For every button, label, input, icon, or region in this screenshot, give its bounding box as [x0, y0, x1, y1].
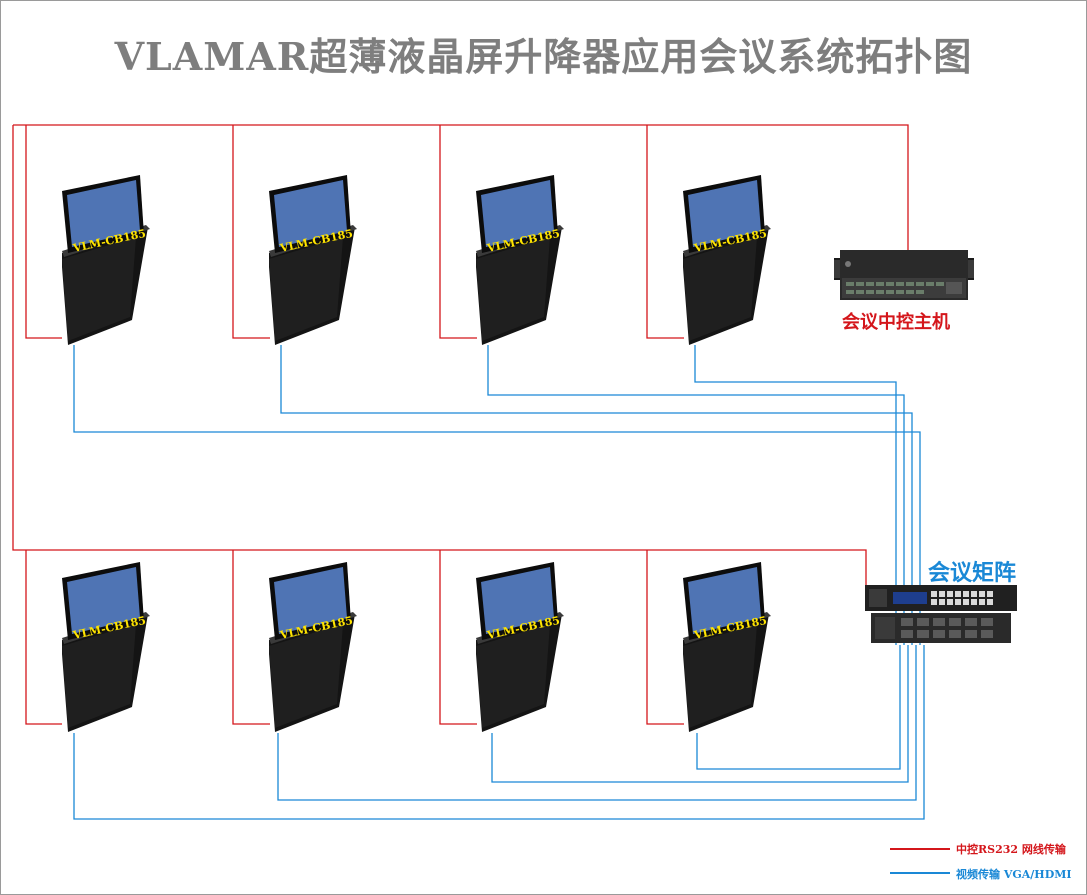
lift-cabinet-front	[683, 624, 757, 728]
red-bus-top	[13, 124, 909, 250]
matrix-label: 会议矩阵	[928, 560, 1017, 586]
lift-unit: VLM-CB185	[269, 175, 357, 345]
blue-bottom-2	[277, 645, 917, 801]
red-drop-bottom-2	[232, 550, 270, 725]
monitor-screen	[481, 567, 554, 634]
diagram-title: VLAMAR超薄液晶屏升降器应用会议系统拓扑图	[114, 34, 973, 79]
red-drop-bottom-3	[439, 550, 477, 725]
lift-unit: VLM-CB185	[476, 562, 564, 732]
lift-cabinet-front	[62, 237, 136, 341]
lift-cabinet-front	[269, 624, 343, 728]
matrix-switcher	[865, 585, 1017, 643]
blue-bottom-4	[696, 645, 901, 770]
monitor-screen	[481, 180, 554, 247]
blue-top-2	[280, 345, 913, 645]
monitor-screen	[688, 180, 761, 247]
lift-unit: VLM-CB185	[683, 562, 771, 732]
lift-unit: VLM-CB185	[476, 175, 564, 345]
legend-video-label: 视频传输 VGA/HDMI	[956, 868, 1072, 881]
monitor-screen	[274, 567, 347, 634]
red-drop-bottom-4	[646, 550, 684, 725]
red-drop-top-2	[232, 125, 270, 339]
central-control-host	[834, 250, 974, 300]
lift-unit: VLM-CB185	[683, 175, 771, 345]
monitor-screen	[688, 567, 761, 634]
lift-cabinet-front	[476, 237, 550, 341]
blue-bottom-3	[491, 645, 909, 783]
central-control-label: 会议中控主机	[842, 312, 950, 333]
blue-top-1	[73, 345, 921, 645]
blue-bottom-1	[73, 645, 925, 820]
red-drop-bottom-1	[25, 550, 62, 725]
red-drop-top-4	[646, 125, 684, 339]
lift-cabinet-front	[62, 624, 136, 728]
lift-unit: VLM-CB185	[62, 562, 150, 732]
blue-top-3	[487, 345, 905, 645]
blue-video-lines	[73, 345, 925, 820]
lift-unit: VLM-CB185	[269, 562, 357, 732]
lift-cabinet-front	[476, 624, 550, 728]
lift-cabinet-front	[683, 237, 757, 341]
red-drop-top-3	[439, 125, 477, 339]
monitor-screen	[67, 567, 140, 634]
monitor-screen	[274, 180, 347, 247]
lift-cabinet-front	[269, 237, 343, 341]
monitor-screen	[67, 180, 140, 247]
blue-top-4	[694, 345, 897, 645]
red-control-lines	[12, 124, 909, 725]
lift-unit: VLM-CB185	[62, 175, 150, 345]
red-drop-top-1	[25, 125, 62, 339]
legend-control-label: 中控RS232 网线传输	[956, 843, 1066, 856]
